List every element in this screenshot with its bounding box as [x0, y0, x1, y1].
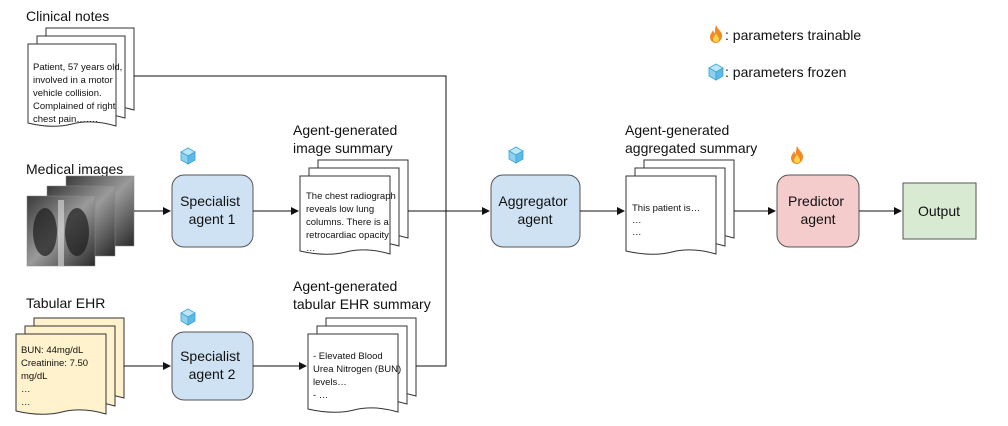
tabular-ehr-label: Tabular EHR	[26, 295, 105, 311]
image-summary-document: The chest radiograph reveals low lung co…	[299, 159, 409, 255]
specialist-agent-1: Specialist agent 1	[171, 174, 254, 248]
svg-text:- Elevated Blood Urea Ni: - Elevated Blood Urea Nitrogen (BUN) lev…	[313, 351, 404, 401]
svg-text:Output: Output	[918, 203, 960, 219]
svg-text:This patient is… …: This patient is… … …	[632, 203, 703, 238]
output-box: Output	[902, 182, 977, 240]
ice-cube-icon	[708, 63, 724, 81]
legend: : parameters trainable : parameters froz…	[708, 25, 861, 81]
fire-icon	[710, 25, 723, 43]
medical-images-label: Medical images	[26, 161, 123, 177]
svg-text:Specialist agent 1: Specialist agent 1	[180, 193, 244, 227]
tabular-ehr-document: BUN: 44mg/dL Creatinine: 7.50 mg/dL … …	[15, 317, 125, 415]
legend-frozen: : parameters frozen	[725, 64, 846, 80]
legend-trainable: : parameters trainable	[725, 27, 861, 43]
specialist-agent-2: Specialist agent 2	[171, 331, 254, 401]
connectors	[124, 75, 902, 370]
svg-text:The chest radiograph rev: The chest radiograph reveals low lung co…	[306, 191, 398, 254]
ice-cube-icon	[508, 146, 524, 164]
clinical-note-text: Patient, 57 years old, involved in a mot…	[33, 62, 125, 125]
clinical-notes-document: Patient, 57 years old, involved in a mot…	[27, 27, 135, 127]
clinical-notes-label: Clinical notes	[26, 8, 109, 24]
ehr-summary-document: - Elevated Blood Urea Nitrogen (BUN) lev…	[307, 317, 417, 413]
image-summary-title: Agent-generated image summary	[293, 122, 401, 156]
svg-text:Specialist agent 2: Specialist agent 2	[180, 348, 244, 382]
predictor-agent: Predictor agent	[776, 174, 860, 248]
svg-text:Predictor agent: Predictor agent	[788, 193, 848, 227]
svg-text:Aggregator agent: Aggregator agent	[498, 193, 571, 227]
ice-cube-icon	[180, 308, 196, 326]
ehr-summary-title: Agent-generated tabular EHR summary	[293, 278, 431, 312]
ice-cube-icon	[180, 147, 196, 165]
fire-icon	[791, 146, 804, 164]
aggregated-summary-title: Agent-generated aggregated summary	[625, 122, 757, 156]
chest-xray-images	[26, 175, 135, 267]
aggregated-summary-document: This patient is… … …	[625, 159, 735, 255]
ehr-text: BUN: 44mg/dL Creatinine: 7.50 mg/dL … …	[21, 345, 91, 408]
aggregator-agent: Aggregator agent	[490, 174, 581, 248]
